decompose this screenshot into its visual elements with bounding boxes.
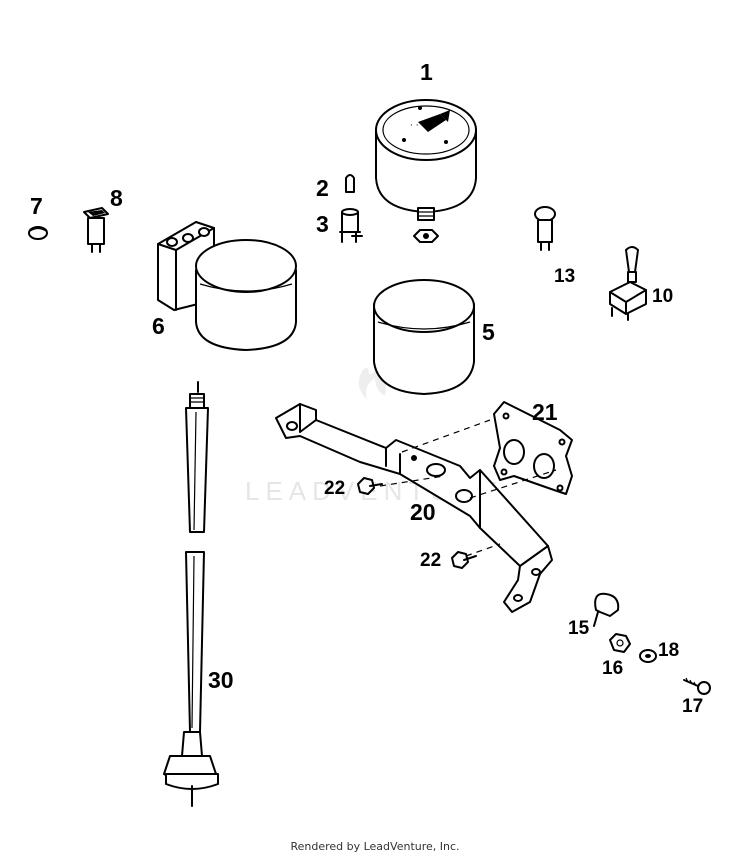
- callout-8: 8: [110, 185, 123, 211]
- cap-part-7: [28, 226, 48, 240]
- callout-labels: 1 2 3 5 6 7 8 10 13 15 16 17 18 20 21 22…: [30, 59, 703, 717]
- callout-15: 15: [568, 618, 590, 639]
- callout-30: 30: [208, 667, 234, 693]
- callout-22-lower: 22: [420, 550, 441, 571]
- gauge-face-markings: · · ˙ ·: [410, 121, 432, 131]
- callout-13: 13: [554, 266, 575, 287]
- callout-5: 5: [482, 319, 495, 345]
- bracket-part-20: [275, 403, 553, 613]
- toggle-switch-part-10: [609, 246, 647, 321]
- screw-part-17: [683, 677, 711, 695]
- footer-credit: Rendered by LeadVenture, Inc.: [290, 840, 460, 853]
- gasket-part-21: [493, 401, 573, 495]
- nut-part-16: [609, 633, 631, 653]
- cup-housing-part-5: [373, 279, 475, 395]
- callout-21: 21: [532, 399, 558, 425]
- callout-1: 1: [420, 59, 433, 85]
- callout-7: 7: [30, 193, 43, 219]
- callout-17: 17: [682, 696, 703, 717]
- callout-20: 20: [410, 499, 436, 525]
- bulb-socket-part-3: [339, 208, 363, 243]
- speedometer-gauge: · · ˙ ·: [375, 99, 477, 243]
- indicator-lamp-part-8: [83, 207, 109, 253]
- callout-6: 6: [152, 313, 165, 339]
- callout-22-upper: 22: [324, 478, 345, 499]
- bulb-part-2: [345, 174, 355, 193]
- washer-part-18: [639, 649, 657, 663]
- bolt-part-22-lower: [451, 551, 477, 569]
- assembly-lines: [379, 419, 557, 557]
- bolt-part-22-upper: [357, 477, 383, 495]
- push-button-part-13: [534, 206, 556, 251]
- wire-clip-part-15: [593, 592, 620, 627]
- callout-3: 3: [316, 211, 329, 237]
- housing-part-6: [157, 221, 297, 351]
- callout-18: 18: [658, 640, 679, 661]
- speedometer-cable-part-30: [163, 381, 219, 807]
- callout-16: 16: [602, 658, 623, 679]
- callout-2: 2: [316, 175, 329, 201]
- callout-10: 10: [652, 286, 673, 307]
